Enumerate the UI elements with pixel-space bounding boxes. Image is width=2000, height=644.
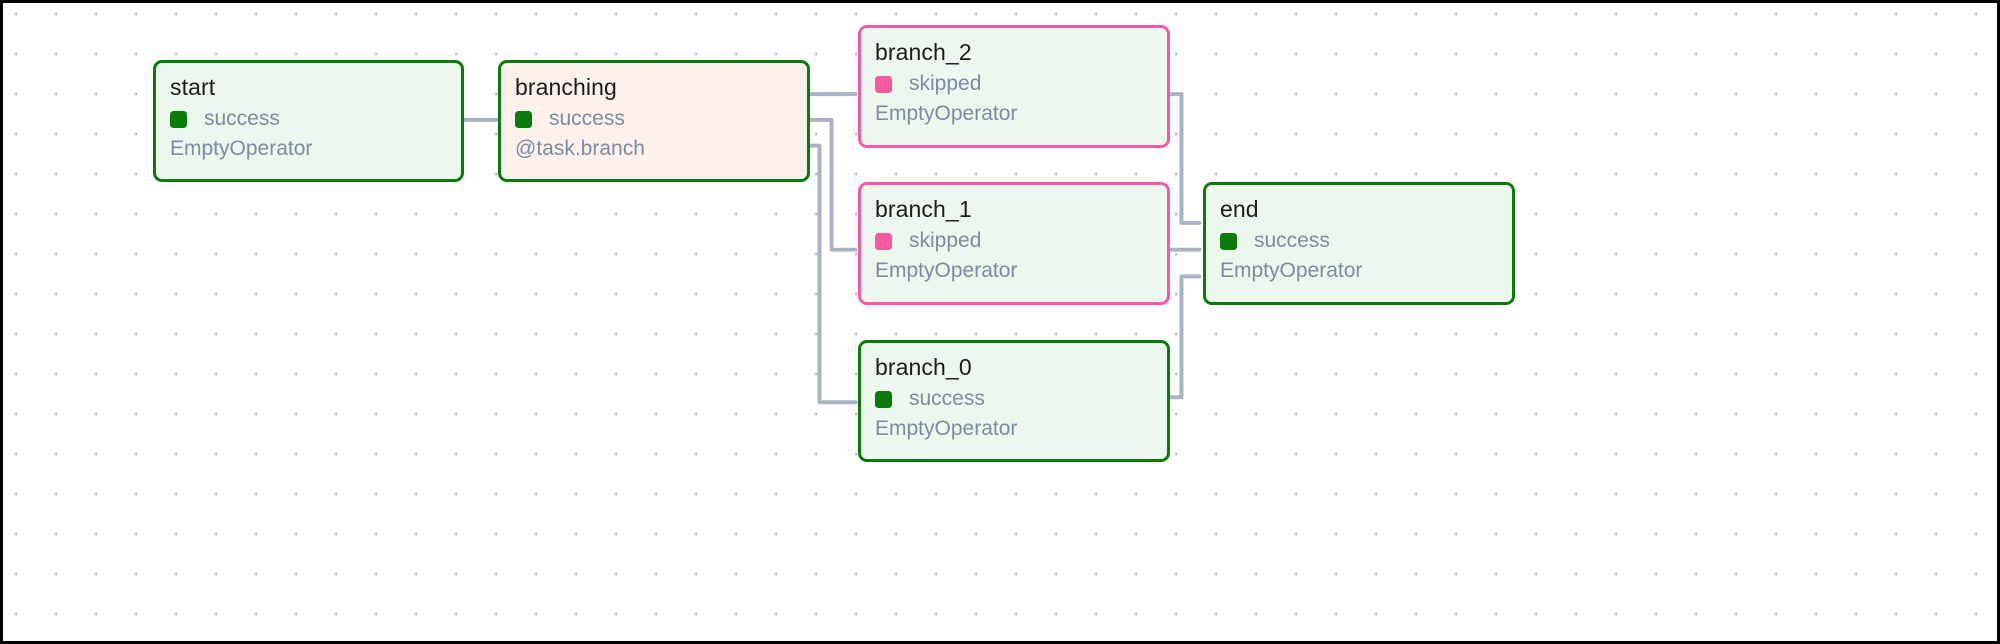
node-status-row: success (170, 106, 447, 132)
node-title: branch_0 (875, 354, 972, 380)
dag-node-branch_1[interactable]: branch_1 skipped EmptyOperator (858, 182, 1170, 305)
node-operator-label: EmptyOperator (875, 102, 1018, 125)
node-operator-label: EmptyOperator (875, 417, 1018, 440)
node-status-row: success (515, 106, 793, 132)
dag-node-branch_2[interactable]: branch_2 skipped EmptyOperator (858, 25, 1170, 148)
status-chip-icon (875, 390, 892, 408)
node-status-label: skipped (909, 72, 982, 95)
node-status-label: skipped (909, 229, 982, 252)
node-operator-label: EmptyOperator (875, 259, 1018, 282)
edge-branching-branch_0 (805, 143, 858, 405)
status-chip-icon (875, 232, 892, 250)
status-chip-icon (515, 110, 532, 128)
status-chip-icon (170, 110, 187, 128)
node-operator-label: EmptyOperator (170, 137, 313, 160)
edge-branch_0-end (1164, 274, 1202, 400)
dag-node-start[interactable]: start success EmptyOperator (153, 60, 464, 182)
node-title: branching (515, 74, 617, 100)
dag-node-branching[interactable]: branching success @task.branch (498, 60, 810, 182)
node-status-row: skipped (875, 71, 1153, 97)
node-status-label: success (549, 107, 625, 130)
node-status-label: success (1254, 229, 1330, 252)
status-chip-icon (875, 75, 892, 93)
edge-branch_2-end (1164, 92, 1202, 225)
node-title: end (1220, 196, 1259, 222)
node-status-row: success (1220, 228, 1498, 254)
node-title: branch_1 (875, 196, 972, 222)
node-status-label: success (909, 387, 985, 410)
node-status-row: success (875, 386, 1153, 412)
dag-node-end[interactable]: end success EmptyOperator (1203, 182, 1515, 305)
node-title: branch_2 (875, 39, 972, 65)
status-chip-icon (1220, 232, 1237, 250)
edge-branching-branch_1 (805, 117, 858, 252)
node-status-row: skipped (875, 228, 1153, 254)
node-status-label: success (204, 107, 280, 130)
node-title: start (170, 74, 216, 100)
node-operator-label: @task.branch (515, 137, 645, 160)
node-operator-label: EmptyOperator (1220, 259, 1363, 282)
dag-node-branch_0[interactable]: branch_0 success EmptyOperator (858, 340, 1170, 462)
